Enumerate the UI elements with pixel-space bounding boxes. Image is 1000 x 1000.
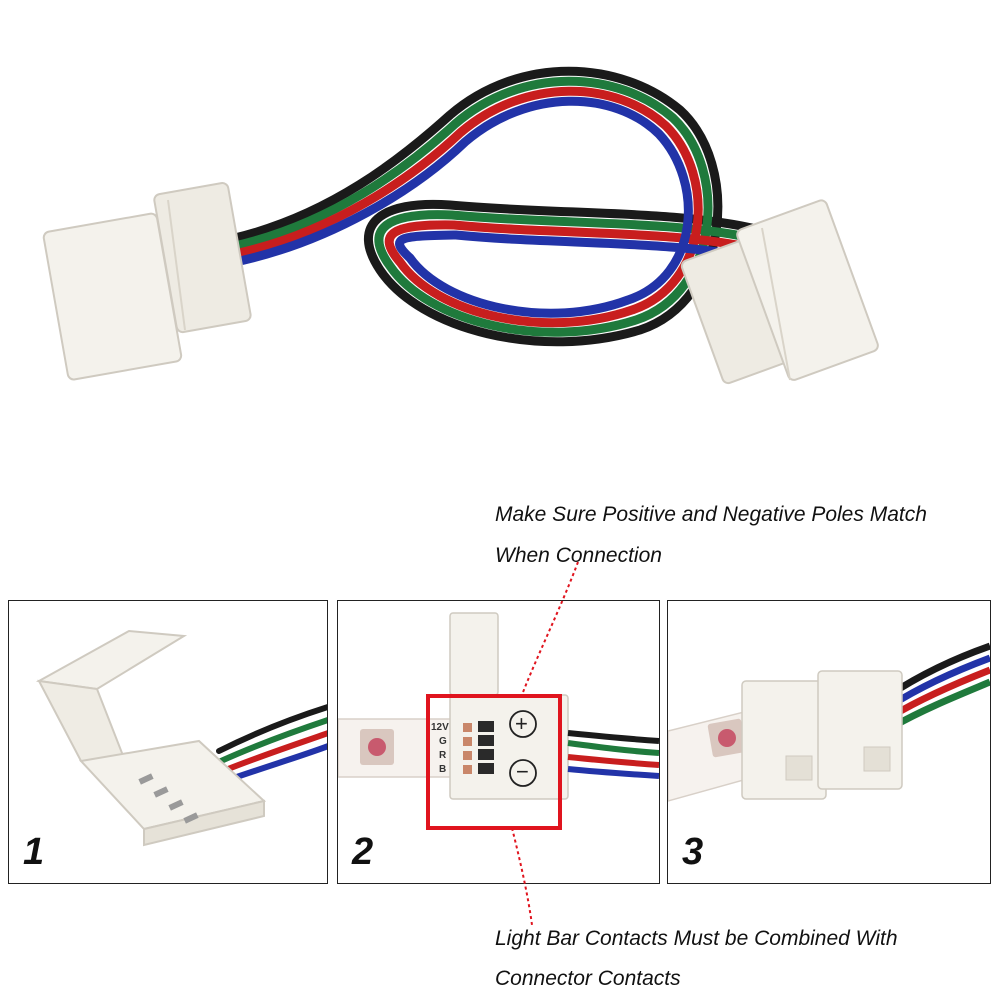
panel-number: 3: [682, 831, 704, 873]
pin-label-r: R: [439, 750, 447, 761]
step-panel-2: 12V G R B + − 2: [337, 600, 660, 884]
callout-bottom-line2: Connector Contacts: [495, 967, 681, 990]
panel-number: 1: [23, 831, 45, 873]
rgb-connector-cable: [42, 66, 879, 385]
pin-label-g: G: [439, 736, 447, 747]
product-photo: [0, 0, 1000, 470]
step-panel-3: 3: [667, 600, 991, 884]
strip-insertion-illustration: [338, 612, 659, 830]
callout-top-line1: Make Sure Positive and Negative Poles Ma…: [495, 503, 927, 526]
callout-top-line2: When Connection: [495, 544, 662, 567]
plus-symbol: +: [515, 711, 528, 736]
panel-number: 2: [352, 831, 374, 873]
closed-connector-illustration: [668, 642, 990, 802]
callout-bottom-line1: Light Bar Contacts Must be Combined With: [495, 927, 898, 950]
pin-label-b: B: [439, 764, 447, 775]
step-panel-1: 1: [8, 600, 328, 884]
open-connector-illustration: [35, 629, 327, 847]
right-connector: [680, 199, 879, 385]
minus-symbol: −: [516, 759, 529, 784]
highlight-box: [426, 694, 562, 830]
pin-label-12v: 12V: [431, 722, 449, 733]
left-connector: [42, 182, 252, 381]
